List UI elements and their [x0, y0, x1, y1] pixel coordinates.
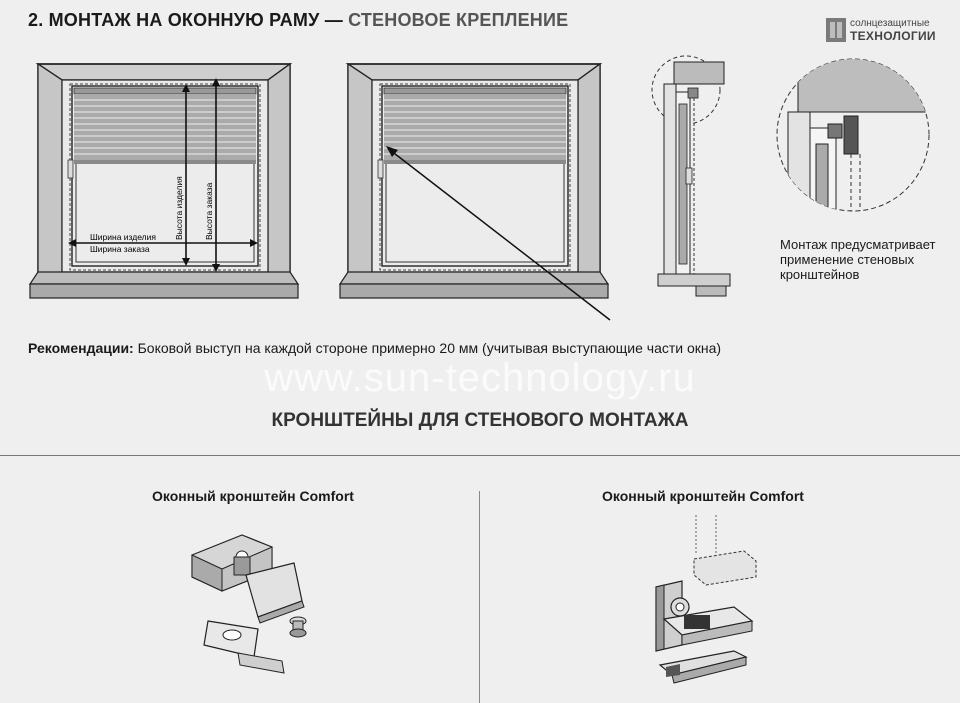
comfort-bracket-left-image: [191, 534, 307, 674]
section-divider: [0, 455, 960, 456]
window-measurement-diagram: Ширина изделия Ширина заказа Высота изде…: [28, 62, 300, 299]
comfort-bracket-right-image: [655, 515, 757, 684]
width-order-label: Ширина заказа: [90, 244, 150, 254]
section-heading: КРОНШТЕЙНЫ ДЛЯ СТЕНОВОГО МОНТАЖА: [271, 410, 689, 431]
mounting-note: Монтаж предусматривает применение стенов…: [780, 237, 936, 282]
window-overlap-diagram: [338, 62, 611, 321]
height-product-label: Высота изделия: [174, 176, 184, 240]
recommendation-label: Рекомендации:: [28, 340, 134, 356]
company-logo: солнцезащитные ТЕХНОЛОГИИ: [826, 16, 936, 44]
bracket-caption-right: Оконный кронштейн Comfort: [602, 488, 804, 504]
column-divider: [479, 491, 480, 703]
logo-line1: солнцезащитные: [850, 18, 930, 29]
logo-line2: ТЕХНОЛОГИИ: [850, 29, 936, 43]
side-section-diagram: [651, 55, 731, 297]
watermark: www.sun-technology.ru: [264, 356, 696, 400]
recommendation-text: Боковой выступ на каждой стороне примерн…: [137, 340, 722, 356]
title-sub: СТЕНОВОЕ КРЕПЛЕНИЕ: [348, 10, 569, 30]
bracket-detail-diagram: [776, 58, 930, 212]
logo-mark-icon: [826, 18, 846, 42]
page-title: 2. МОНТАЖ НА ОКОННУЮ РАМУ — СТЕНОВОЕ КРЕ…: [28, 10, 568, 31]
title-main: 2. МОНТАЖ НА ОКОННУЮ РАМУ —: [28, 10, 343, 30]
bracket-caption-left: Оконный кронштейн Comfort: [152, 488, 354, 504]
width-product-label: Ширина изделия: [90, 232, 156, 242]
height-order-label: Высота заказа: [204, 182, 214, 240]
recommendation-line: Рекомендации: Боковой выступ на каждой с…: [28, 340, 721, 356]
